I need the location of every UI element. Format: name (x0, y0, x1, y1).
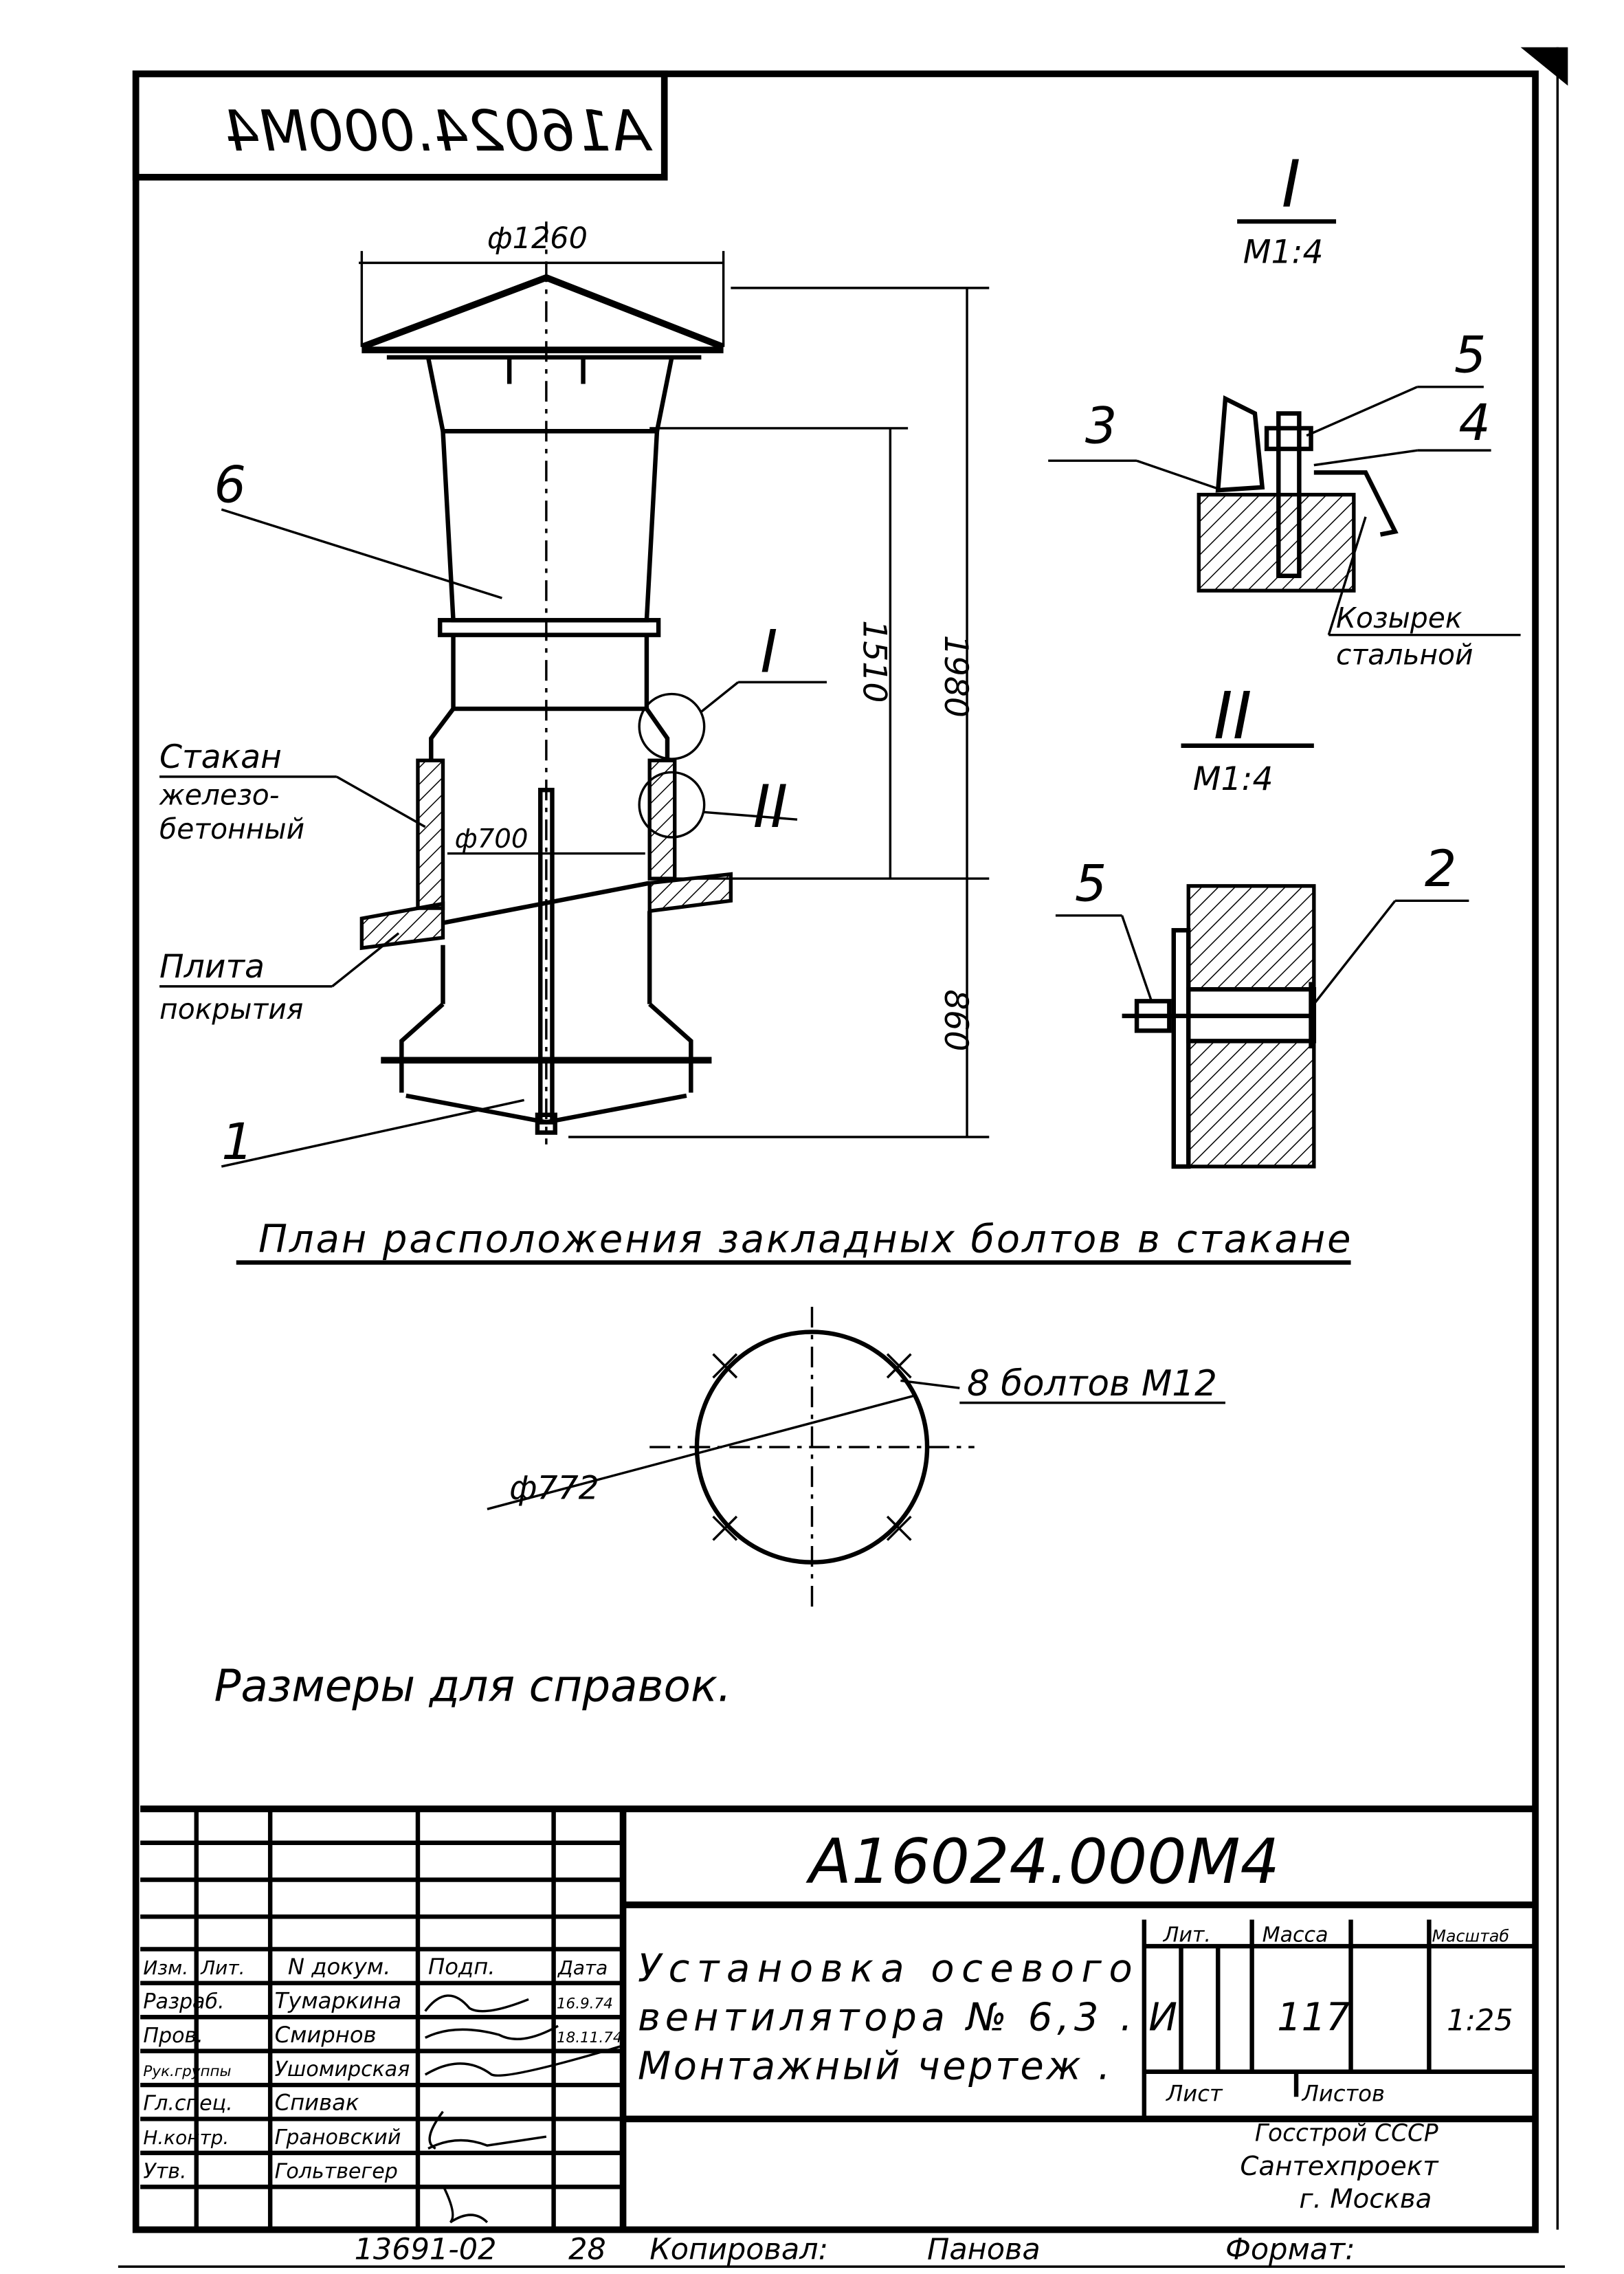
detail-I-kozyrek-2: стальной (1336, 639, 1473, 672)
dim-cap-diameter: ф1260 (487, 221, 588, 256)
label-item-6: 6 (214, 456, 246, 514)
label-plita-1: Плита (159, 948, 265, 986)
detail-I-label-3: 3 (1085, 397, 1117, 455)
lit-label: Лит. (1163, 1923, 1211, 1947)
signature-row: Пров. Смирнов 18.11.74 (143, 2022, 622, 2048)
org-line-2: Сантехпроект (1240, 2151, 1439, 2182)
sheets-label: Листов (1302, 2081, 1385, 2107)
org-line-3: г. Москва (1299, 2183, 1432, 2214)
page-number: 28 (568, 2233, 606, 2267)
detail-II: II M1:4 5 2 (1055, 678, 1469, 1169)
row-name: Спивак (275, 2090, 359, 2116)
scale-value: 1:25 (1447, 2004, 1513, 2038)
signatures (424, 1994, 625, 2224)
doc-number: A16024.000M4 (805, 1826, 1280, 1898)
inventory-number: 13691-02 (355, 2233, 497, 2267)
detail-I-label-4: 4 (1458, 394, 1490, 452)
bolt-positions (712, 1353, 912, 1541)
bolt-circle-diameter: ф772 (509, 1469, 599, 1507)
row-name: Ушомирская (275, 2057, 410, 2082)
detail-I-title: I (1282, 147, 1301, 223)
title-line-1: Установка осевого (638, 1947, 1133, 1991)
detail-II-title: II (1214, 678, 1252, 754)
header-sign: Подп. (428, 1954, 496, 1980)
mirrored-doc-number: A16024.000M4 (224, 99, 653, 164)
footer: 13691-02 28 Копировал: Панова Формат: (118, 2233, 1566, 2268)
label-stakan-3: бетонный (159, 813, 304, 846)
title-line-3: Монтажный чертеж . (638, 2044, 1110, 2088)
mass-value: 117 (1277, 1996, 1350, 2040)
label-plita-2: покрытия (159, 993, 303, 1026)
label-stakan-1: Стакан (159, 738, 282, 776)
signature-row: Н.контр. Грановский (143, 2126, 401, 2150)
copied-by-label: Копировал: (649, 2233, 828, 2267)
row-role: Гл.спец. (143, 2092, 232, 2116)
detail-I-kozyrek-1: Козырек (1336, 601, 1462, 634)
signature-row: Рук.группы Ушомирская (143, 2057, 410, 2082)
callout-I: I (760, 617, 777, 686)
row-role: Разраб. (143, 1989, 224, 2013)
header-date: Дата (557, 1956, 608, 1979)
dim-lower-height: 860 (937, 989, 975, 1051)
lit-value: И (1148, 1996, 1177, 2040)
bolt-count-label: 8 болтов M12 (967, 1363, 1217, 1404)
mass-label: Масса (1263, 1923, 1328, 1947)
mirrored-stamp: A16024.000M4 (132, 70, 668, 181)
scale-label: Масштаб (1432, 1927, 1509, 1946)
row-name: Смирнов (275, 2022, 377, 2048)
detail-II-scale: M1:4 (1193, 760, 1273, 798)
header-izm: Изм. (143, 1956, 188, 1979)
signature-row: Разраб. Тумаркина 16.9.74 (143, 1987, 612, 2013)
signature-row: Гл.спец. Спивак (143, 2090, 359, 2116)
dim-upper-height: 1510 (856, 620, 893, 703)
label-stakan-2: железо- (159, 779, 279, 812)
title-block: Изм. Лит. N докум. Подп. Дата Разраб. Ту… (140, 1805, 1536, 2230)
sheet-label: Лист (1166, 2081, 1223, 2107)
detail-II-label-5: 5 (1075, 854, 1106, 913)
org-line-1: Госстрой СССР (1255, 2120, 1438, 2148)
header-list: Лит. (200, 1956, 245, 1979)
dim-inner-diameter: ф700 (455, 824, 529, 854)
signature-row: Утв. Гольтвегер (143, 2159, 397, 2183)
row-date: 16.9.74 (557, 1995, 613, 2012)
detail-I: I M1:4 3 5 4 Козырек стальной (1048, 147, 1521, 672)
detail-II-label-2: 2 (1425, 840, 1456, 898)
title-line-2: вентилятора № 6,3 . (638, 1996, 1133, 2040)
dim-total-height: 1980 (937, 635, 975, 718)
row-role: Рук.группы (143, 2063, 231, 2080)
reference-note: Размеры для справок. (214, 1661, 732, 1712)
format-label: Формат: (1225, 2233, 1355, 2267)
detail-I-label-5: 5 (1454, 326, 1486, 384)
callout-II: II (753, 773, 788, 841)
bolt-plan-title: План расположения закладных болтов в ста… (258, 1217, 1351, 1262)
row-name: Тумаркина (275, 1987, 401, 2013)
header-doc-no: N докум. (288, 1954, 390, 1980)
fan-installation-view: ф1260 (159, 221, 990, 1171)
row-name: Грановский (275, 2126, 401, 2150)
row-role: Н.контр. (143, 2126, 229, 2149)
bolt-plan: План расположения закладных болтов в ста… (236, 1217, 1351, 1610)
row-role: Пров. (143, 2024, 203, 2048)
row-role: Утв. (143, 2159, 186, 2183)
row-date: 18.11.74 (557, 2029, 623, 2046)
detail-I-scale: M1:4 (1243, 233, 1324, 271)
row-name: Гольтвегер (275, 2159, 398, 2183)
copier-name: Панова (927, 2233, 1041, 2267)
